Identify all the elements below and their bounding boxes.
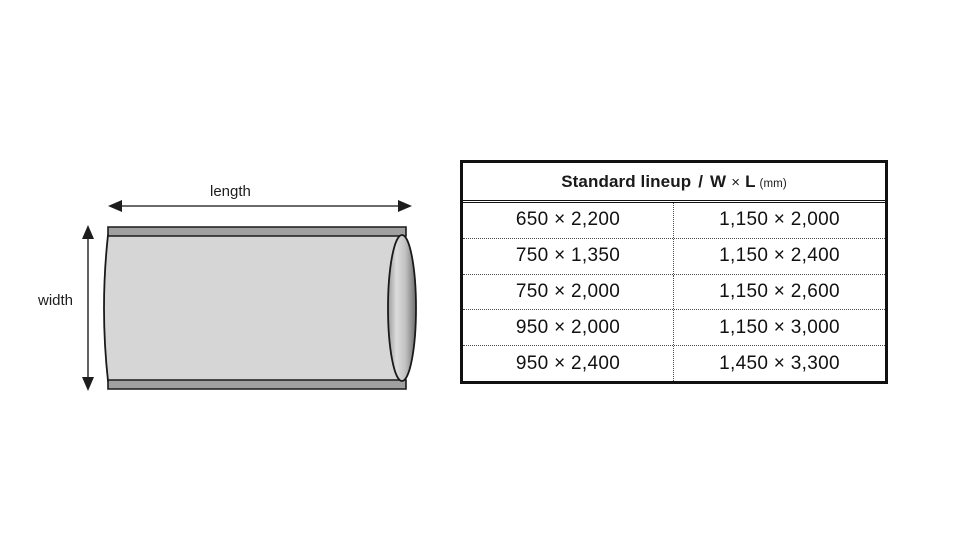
length-dimension-arrow	[108, 200, 412, 212]
length-label: length	[210, 183, 251, 200]
table-cell-size: 1,450 × 3,300	[719, 352, 840, 374]
table-header: Standard lineup / W × L (mm)	[463, 163, 885, 203]
table-body: 650 × 2,200 1,150 × 2,000 750 × 1,350 1,…	[463, 203, 885, 381]
table-row: 950 × 2,000 1,150 × 3,000	[463, 310, 885, 347]
table-header-title: Standard lineup	[561, 171, 692, 191]
table-row: 750 × 1,350 1,150 × 2,400	[463, 238, 885, 275]
standard-lineup-table: Standard lineup / W × L (mm) 650 × 2,200…	[460, 160, 888, 384]
roll-bottom-strip	[107, 379, 407, 390]
roll-svg	[82, 200, 417, 391]
table-cell-size: 650 × 2,200	[463, 203, 674, 238]
multiply-icon: ×	[731, 173, 741, 191]
width-label: width	[38, 292, 74, 309]
table-row: 750 × 2,000 1,150 × 2,600	[463, 274, 885, 311]
table-cell-size: 1,150 × 2,000	[719, 209, 840, 231]
roll-end-cap	[387, 234, 417, 382]
table-cell-size: 1,150 × 2,600	[719, 280, 840, 302]
table-cell-size: 750 × 2,000	[463, 274, 674, 310]
table-header-l: L	[745, 171, 756, 191]
table-cell-size: 750 × 1,350	[463, 238, 674, 274]
table-header-w: W	[710, 171, 727, 191]
table-row: 650 × 2,200 1,150 × 2,000	[463, 203, 885, 239]
roll-top-strip	[107, 226, 407, 237]
table-cell-size: 950 × 2,000	[463, 310, 674, 346]
table-cell-size: 1,150 × 3,000	[719, 316, 840, 338]
table-header-separator: /	[698, 171, 704, 191]
table-cell-size: 950 × 2,400	[463, 346, 674, 381]
roll-body	[103, 234, 403, 382]
product-roll-diagram	[20, 165, 440, 400]
table-cell-size: 1,150 × 2,400	[719, 245, 840, 267]
width-dimension-arrow	[82, 225, 94, 391]
table-header-unit: (mm)	[759, 177, 787, 190]
table-row: 950 × 2,400 1,450 × 3,300	[463, 346, 885, 381]
